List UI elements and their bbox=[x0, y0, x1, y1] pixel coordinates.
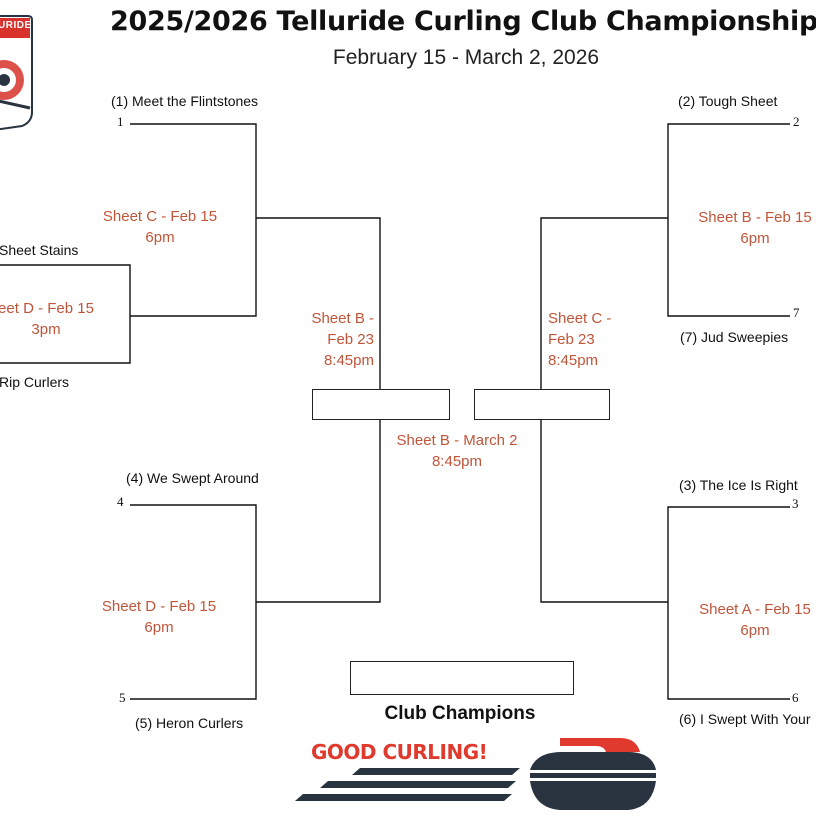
seed-number-7: 7 bbox=[793, 305, 800, 320]
bracket-line-tl bbox=[130, 123, 257, 317]
team-seed-7: (7) Jud Sweepies bbox=[680, 329, 789, 345]
seed-number-6: 6 bbox=[792, 690, 799, 705]
team-seed-1: (1) Meet the Flintstones bbox=[111, 93, 259, 109]
seed-number-1: 1 bbox=[117, 114, 124, 129]
club-logo: URIDE bbox=[0, 14, 34, 131]
team-sheet-stains: Sheet Stains bbox=[0, 242, 79, 258]
bracket-line-tr bbox=[667, 123, 790, 317]
bracket-line-tl-semi bbox=[256, 217, 381, 390]
seed-number-2: 2 bbox=[793, 114, 800, 129]
page-title: 2025/2026 Telluride Curling Club Champio… bbox=[110, 6, 816, 37]
logo-shield-icon bbox=[0, 15, 33, 131]
seed-number-5: 5 bbox=[119, 690, 126, 705]
semifinal-right-box bbox=[474, 389, 610, 420]
bracket-line-br-semi bbox=[540, 418, 668, 603]
bracket-line-bl-semi bbox=[256, 418, 381, 603]
logo-text: URIDE bbox=[0, 20, 32, 31]
good-curling-slogan: GOOD CURLING! bbox=[311, 740, 488, 764]
page-subtitle: February 15 - March 2, 2026 bbox=[332, 46, 600, 69]
champion-box bbox=[350, 661, 574, 695]
club-champions-label: Club Champions bbox=[384, 703, 536, 724]
team-seed-5: (5) Heron Curlers bbox=[135, 715, 244, 731]
team-seed-2: (2) Tough Sheet bbox=[678, 93, 778, 109]
bracket-line-tr-semi bbox=[540, 217, 668, 390]
team-seed-4: (4) We Swept Around bbox=[126, 470, 259, 486]
bracket-line-br bbox=[667, 506, 790, 700]
semifinal-left-box bbox=[312, 389, 450, 420]
team-rip-curlers: Rip Curlers bbox=[0, 374, 70, 390]
seed-number-3: 3 bbox=[792, 496, 799, 511]
team-seed-3: (3) The Ice Is Right bbox=[679, 477, 798, 493]
seed-number-4: 4 bbox=[117, 494, 124, 509]
team-seed-6: (6) I Swept With Your bbox=[679, 711, 811, 727]
bracket-line-playin bbox=[0, 264, 131, 364]
